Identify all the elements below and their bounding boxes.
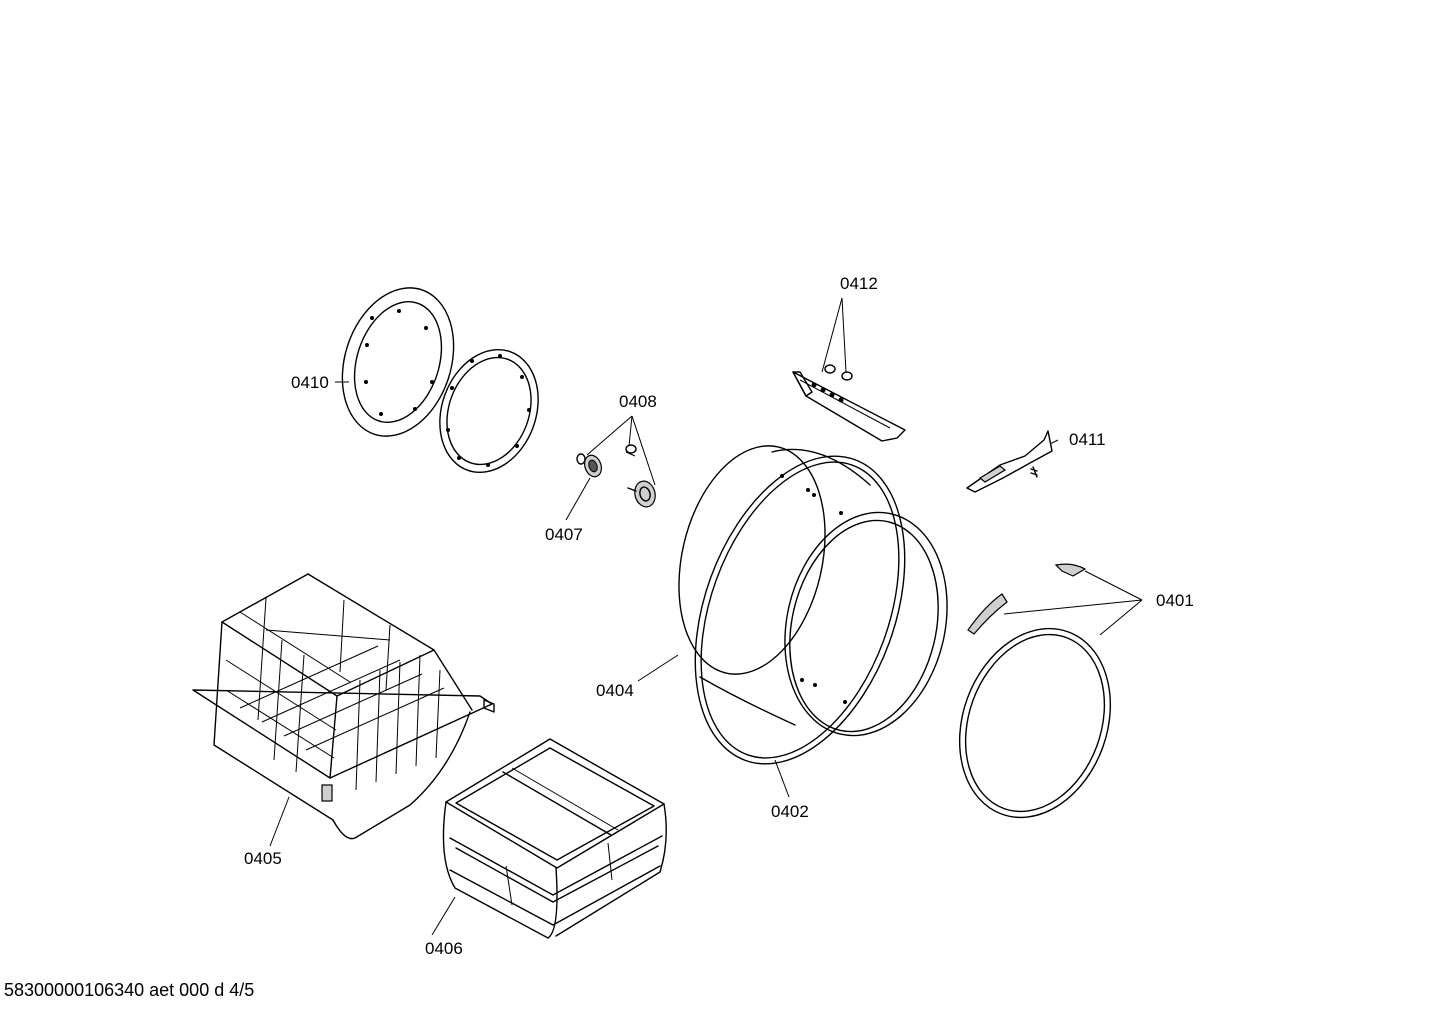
label-0412: 0412 bbox=[840, 274, 878, 293]
label-0401: 0401 bbox=[1156, 591, 1194, 610]
drawing-reference-code: 58300000106340 aet 000 d 4/5 bbox=[4, 980, 255, 1000]
part-0406-filter-frame bbox=[442, 738, 667, 939]
label-0406: 0406 bbox=[425, 939, 463, 958]
label-0405: 0405 bbox=[244, 849, 282, 868]
label-0411: 0411 bbox=[1069, 430, 1106, 449]
part-labels: 0412 0410 0408 0411 0407 0401 0404 0402 … bbox=[244, 274, 1194, 958]
part-0401-seal bbox=[958, 563, 1112, 819]
label-0408: 0408 bbox=[619, 392, 657, 411]
part-0408-screws bbox=[625, 444, 656, 508]
part-0410-seal-ring bbox=[341, 287, 455, 437]
label-0402: 0402 bbox=[771, 802, 809, 821]
part-0411-latch bbox=[966, 430, 1053, 493]
label-0407: 0407 bbox=[545, 525, 583, 544]
label-0404: 0404 bbox=[596, 681, 634, 700]
part-0402-drum-ring bbox=[694, 455, 906, 765]
label-0410: 0410 bbox=[291, 373, 329, 392]
part-0412-bracket bbox=[792, 364, 906, 442]
part-0410-gasket-ring bbox=[439, 348, 539, 474]
part-0404-drum bbox=[678, 445, 948, 737]
leader-lines bbox=[269, 297, 1143, 936]
part-0405-wire-basket bbox=[192, 573, 495, 840]
part-0407-bearing bbox=[576, 453, 603, 478]
